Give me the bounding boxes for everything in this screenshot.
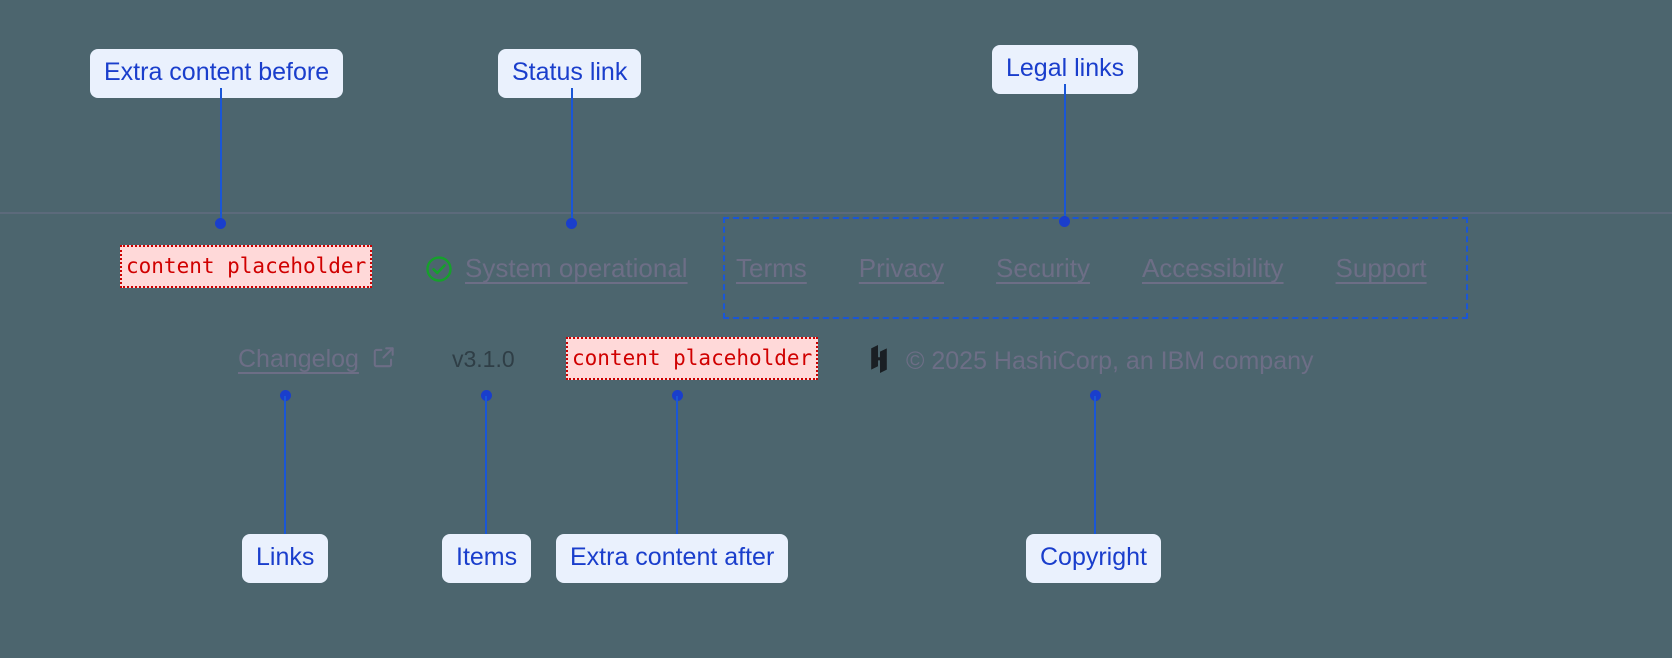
annotation-dot-links <box>280 390 291 401</box>
legal-links-group: Terms Privacy Security Accessibility Sup… <box>736 253 1427 284</box>
external-link-icon <box>371 344 397 375</box>
annotation-dot-extra-content-after <box>672 390 683 401</box>
status-label: System operational <box>465 253 688 283</box>
legal-link-terms[interactable]: Terms <box>736 253 807 283</box>
annotation-label-links: Links <box>242 534 329 583</box>
annotation-label-extra-content-before: Extra content before <box>90 49 344 98</box>
annotation-line-links <box>284 396 286 534</box>
annotation-dot-items <box>481 390 492 401</box>
annotation-line-legal-links <box>1064 84 1066 221</box>
legal-links-highlight-box <box>723 217 1468 319</box>
extra-content-after-placeholder: content placeholder <box>566 337 819 381</box>
legal-link-accessibility[interactable]: Accessibility <box>1141 253 1284 283</box>
legal-link-security[interactable]: Security <box>996 253 1090 283</box>
annotation-line-status-link <box>571 88 573 222</box>
annotation-dot-copyright <box>1090 390 1101 401</box>
status-link[interactable]: System operational <box>424 253 688 284</box>
footer-divider <box>0 212 1672 214</box>
legal-link-privacy[interactable]: Privacy <box>858 253 945 283</box>
annotation-line-extra-content-before <box>220 88 222 222</box>
annotation-line-extra-content-after <box>676 396 678 534</box>
copyright: © 2025 HashiCorp, an IBM company <box>866 344 1314 379</box>
annotation-dot-status-link <box>566 218 577 229</box>
changelog-link[interactable]: Changelog <box>238 344 397 375</box>
annotation-line-copyright <box>1094 396 1096 534</box>
annotation-label-copyright: Copyright <box>1026 534 1161 583</box>
check-circle-icon <box>424 254 454 284</box>
annotation-label-extra-content-after: Extra content after <box>556 534 789 583</box>
hashicorp-logo-icon <box>866 344 892 379</box>
annotation-label-items: Items <box>442 534 532 583</box>
changelog-label: Changelog <box>238 345 359 373</box>
legal-link-support[interactable]: Support <box>1335 253 1427 283</box>
annotation-dot-legal-links <box>1059 216 1070 227</box>
annotation-label-status-link: Status link <box>498 49 642 98</box>
annotation-dot-extra-content-before <box>215 218 226 229</box>
annotation-line-items <box>485 396 487 534</box>
copyright-text: © 2025 HashiCorp, an IBM company <box>906 347 1314 375</box>
version-item: v3.1.0 <box>452 346 515 372</box>
extra-content-before-placeholder: content placeholder <box>120 245 373 289</box>
